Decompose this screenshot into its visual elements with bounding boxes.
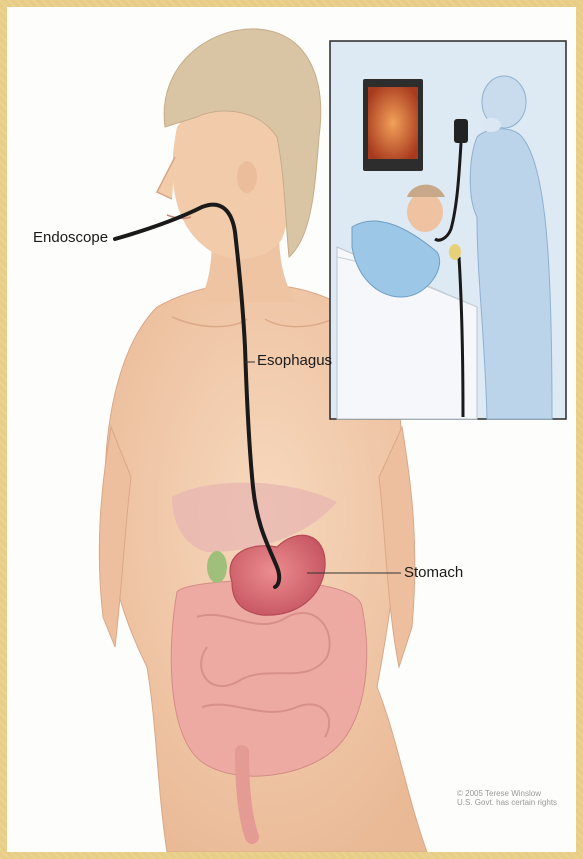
endoscope-label: Endoscope — [33, 229, 108, 246]
esophagus-label: Esophagus — [257, 352, 332, 369]
inset-procedure-scene — [330, 41, 566, 419]
endoscopy-illustration — [7, 7, 576, 852]
patient-head — [157, 29, 321, 259]
credit-line-1: © 2005 Terese Winslow — [457, 789, 557, 798]
stomach-label: Stomach — [404, 564, 463, 581]
credit-line-2: U.S. Govt. has certain rights — [457, 798, 557, 807]
illustration-canvas: Endoscope Esophagus Stomach © 2005 Teres… — [7, 7, 576, 852]
copyright-credit: © 2005 Terese Winslow U.S. Govt. has cer… — [457, 789, 557, 807]
